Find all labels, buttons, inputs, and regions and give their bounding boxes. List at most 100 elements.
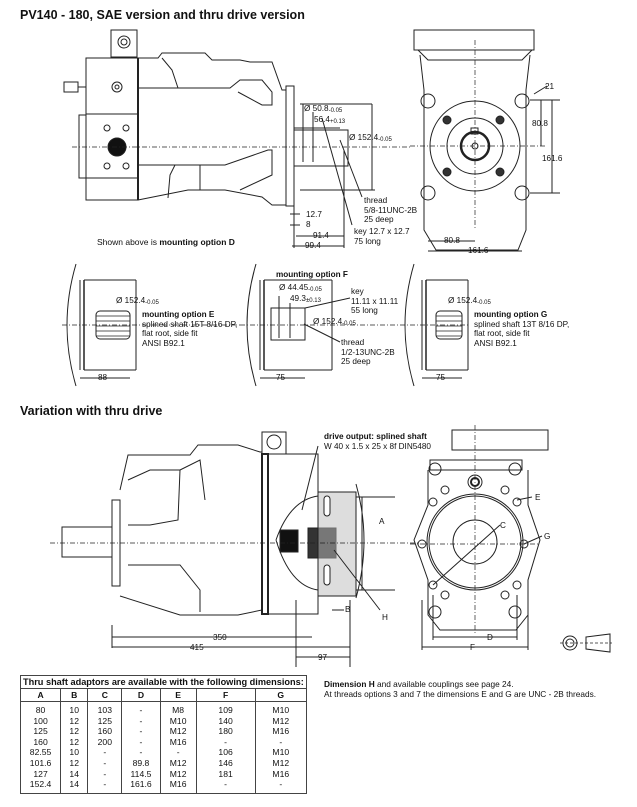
thru-drive-front-view <box>410 425 612 652</box>
note-line-1: and available couplings see page 24. <box>374 679 514 689</box>
table-cell: 152.4 <box>29 779 52 790</box>
option-f-shaft-diameter: Ø 44.45-0.05 <box>279 283 322 293</box>
table-cell: 100 <box>33 715 48 726</box>
table-cell: 12 <box>60 736 88 748</box>
pilot-diameter-label: Ø 152.4-0.05 <box>349 133 392 143</box>
table-cell: M16 <box>159 736 197 748</box>
option-e-description: mounting option E splined shaft 15T 8/16… <box>142 310 238 348</box>
table-cell: 14 <box>60 768 88 780</box>
option-g-description: mounting option G splined shaft 13T 8/16… <box>474 310 570 348</box>
option-e-view <box>62 264 240 386</box>
half-width-label: 80.8 <box>444 236 460 245</box>
height-label: 161.6 <box>542 154 563 163</box>
column-header: A <box>20 688 61 702</box>
column-header: F <box>195 688 256 702</box>
table-cell: 200 <box>87 736 122 748</box>
column-header: G <box>254 688 307 702</box>
table-cell: - <box>195 736 256 748</box>
column-header: C <box>87 688 122 702</box>
option-f-view <box>240 264 400 386</box>
table-cell: 114.5 <box>121 768 161 780</box>
note-line-2: At threads options 3 and 7 the dimension… <box>324 689 597 699</box>
length-97-label: 97 <box>318 653 328 662</box>
table-cell: 106 <box>195 747 256 758</box>
dim-a-label: A <box>379 517 385 526</box>
table-cell: M12 <box>159 768 197 780</box>
dim-91-4: 91.4 <box>313 231 329 240</box>
table-cell: M12 <box>159 726 197 737</box>
column-header: B <box>60 688 88 702</box>
option-e-length: 88 <box>98 373 108 382</box>
option-f-pilot-diameter: Ø 152.4-0.05 <box>313 317 356 327</box>
drive-output-spec: drive output: splined shaft W 40 x 1.5 x… <box>324 432 431 451</box>
option-f-title: mounting option F <box>276 270 348 279</box>
dim-8: 8 <box>306 220 311 229</box>
column-header: E <box>159 688 197 702</box>
dim-f-label: F <box>470 643 476 652</box>
option-e-pilot-diameter: Ø 152.4-0.05 <box>116 296 159 306</box>
half-height-label: 80.8 <box>532 119 548 128</box>
table-cell: - <box>254 779 307 794</box>
table-cell: 82.55 <box>29 747 52 758</box>
table-cell: - <box>195 779 256 794</box>
table-cell: - <box>121 726 161 737</box>
table-cell: - <box>159 747 197 758</box>
table-cell: M10 <box>254 747 307 758</box>
length-350-label: 350 <box>213 633 227 642</box>
option-g-length: 75 <box>436 373 446 382</box>
table-cell: 12 <box>60 726 88 737</box>
table-cell: 160 <box>33 736 48 747</box>
table-cell: - <box>121 715 161 727</box>
table-caption: Thru shaft adaptors are available with t… <box>20 675 307 689</box>
table-cell: - <box>121 736 161 748</box>
thru-drive-side-view <box>50 432 420 667</box>
table-cell: 80 <box>35 705 46 715</box>
table-cell: 89.8 <box>121 757 161 769</box>
dim-b-label: B <box>345 605 351 614</box>
dim-g-label: G <box>544 532 551 541</box>
option-g-pilot-diameter: Ø 152.4-0.05 <box>448 296 491 306</box>
dim-c-label: C <box>500 521 506 530</box>
dim-12-7: 12.7 <box>306 210 322 219</box>
note-dimension-h: Dimension H <box>324 679 375 689</box>
table-cell: 10 <box>60 747 88 758</box>
table-cell: - <box>121 701 161 716</box>
table-cell: 12 <box>60 715 88 727</box>
section-title-thru-drive: Variation with thru drive <box>20 404 163 418</box>
table-cell: 146 <box>195 757 256 769</box>
thru-shaft-adaptor-table: Thru shaft adaptors are available with t… <box>20 675 307 794</box>
mounting-option-d-caption: Shown above is mounting option D <box>97 237 235 247</box>
dim-e-label: E <box>535 493 541 502</box>
shaft-diameter-label: Ø 50.8-0.05 <box>304 104 343 114</box>
width-label: 161.6 <box>468 246 489 255</box>
table-cell: 125 <box>33 726 48 737</box>
column-header: D <box>121 688 161 702</box>
table-cell: - <box>87 747 122 758</box>
option-f-length: 75 <box>276 373 286 382</box>
table-cell: M10 <box>159 715 197 727</box>
table-cell: M16 <box>159 779 197 794</box>
dim-h-label: H <box>382 613 388 622</box>
table-cell: M8 <box>159 701 197 716</box>
table-cell: 101.6 <box>29 757 52 768</box>
table-cell: 125 <box>87 715 122 727</box>
table-cell: M12 <box>254 715 307 727</box>
table-cell: 140 <box>195 715 256 727</box>
page-title: PV140 - 180, SAE version and thru drive … <box>20 8 305 22</box>
table-cell: M12 <box>159 757 197 769</box>
option-g-view <box>400 264 470 386</box>
dim-99-4: 99.4 <box>305 241 321 250</box>
table-cell: 127 <box>33 768 48 779</box>
